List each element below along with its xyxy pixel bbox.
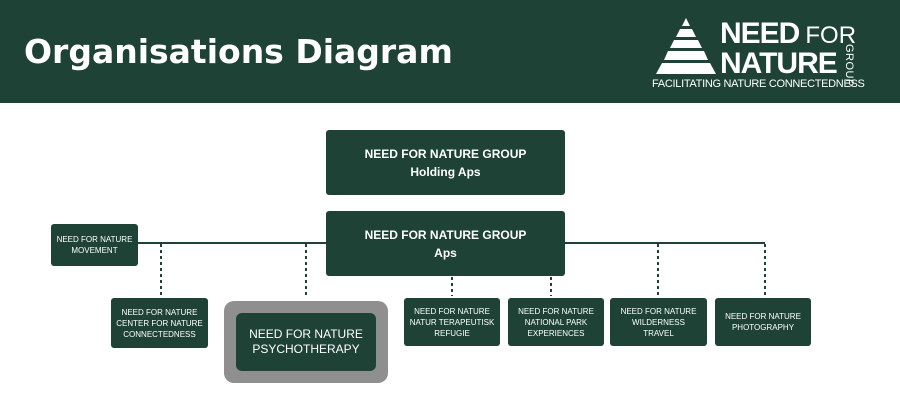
node-natur: NEED FOR NATURE NATUR TERAPEUTISK REFUGI… [404, 298, 500, 346]
node-natur-line1: NEED FOR NATURE [414, 306, 490, 316]
node-psychotherapy: NEED FOR NATURE PSYCHOTHERAPY [236, 313, 376, 371]
node-nationalpark-line2: NATIONAL PARK [524, 317, 588, 327]
node-movement-line1: NEED FOR NATURE [56, 235, 133, 244]
node-natur-line3: REFUGIE [434, 328, 470, 338]
node-movement: NEED FOR NATURE MOVEMENT [51, 224, 138, 266]
node-natur-line2: NATUR TERAPEUTISK [409, 317, 495, 327]
node-wilderness-line3: TRAVEL [643, 328, 674, 338]
page-title: Organisations Diagram [24, 32, 453, 71]
node-group-line1: NEED FOR NATURE GROUP [364, 227, 527, 242]
node-wilderness-line2: WILDERNESS [632, 317, 685, 327]
logo-need-text: NEED [720, 17, 800, 50]
node-movement-line2: MOVEMENT [71, 246, 118, 255]
node-nationalpark: NEED FOR NATURE NATIONAL PARK EXPERIENCE… [508, 298, 604, 346]
pine-tree-icon [656, 18, 716, 74]
node-group: NEED FOR NATURE GROUP Aps [326, 211, 565, 276]
node-nationalpark-line3: EXPERIENCES [527, 328, 585, 338]
node-nationalpark-line1: NEED FOR NATURE [518, 306, 594, 316]
node-group-line2: Aps [434, 245, 457, 260]
logo-for-text: FOR [805, 22, 857, 49]
node-psychotherapy-line1: NEED FOR NATURE [249, 327, 363, 341]
node-center-line3: CONNECTEDNESS [123, 329, 196, 339]
node-photography: NEED FOR NATURE PHOTOGRAPHY [715, 298, 811, 346]
node-holding-line1: NEED FOR NATURE GROUP [364, 146, 527, 161]
node-center-line2: CENTER FOR NATURE [116, 318, 203, 328]
node-holding-line2: Holding Aps [410, 164, 481, 179]
logo-nature-text: NATURE [720, 47, 838, 80]
node-center: NEED FOR NATURE CENTER FOR NATURE CONNEC… [111, 298, 208, 348]
node-wilderness-line1: NEED FOR NATURE [620, 306, 697, 316]
node-photography-line2: PHOTOGRAPHY [731, 323, 795, 332]
node-center-line1: NEED FOR NATURE [121, 307, 198, 317]
node-wilderness: NEED FOR NATURE WILDERNESS TRAVEL [610, 298, 707, 346]
node-psychotherapy-line2: PSYCHOTHERAPY [252, 342, 360, 356]
node-holding: NEED FOR NATURE GROUP Holding Aps [326, 130, 565, 195]
logo-tagline: FACILITATING NATURE CONNECTEDNESS [652, 78, 865, 90]
node-photography-line1: NEED FOR NATURE [725, 312, 801, 321]
node-psychotherapy-frame: NEED FOR NATURE PSYCHOTHERAPY [224, 301, 388, 383]
